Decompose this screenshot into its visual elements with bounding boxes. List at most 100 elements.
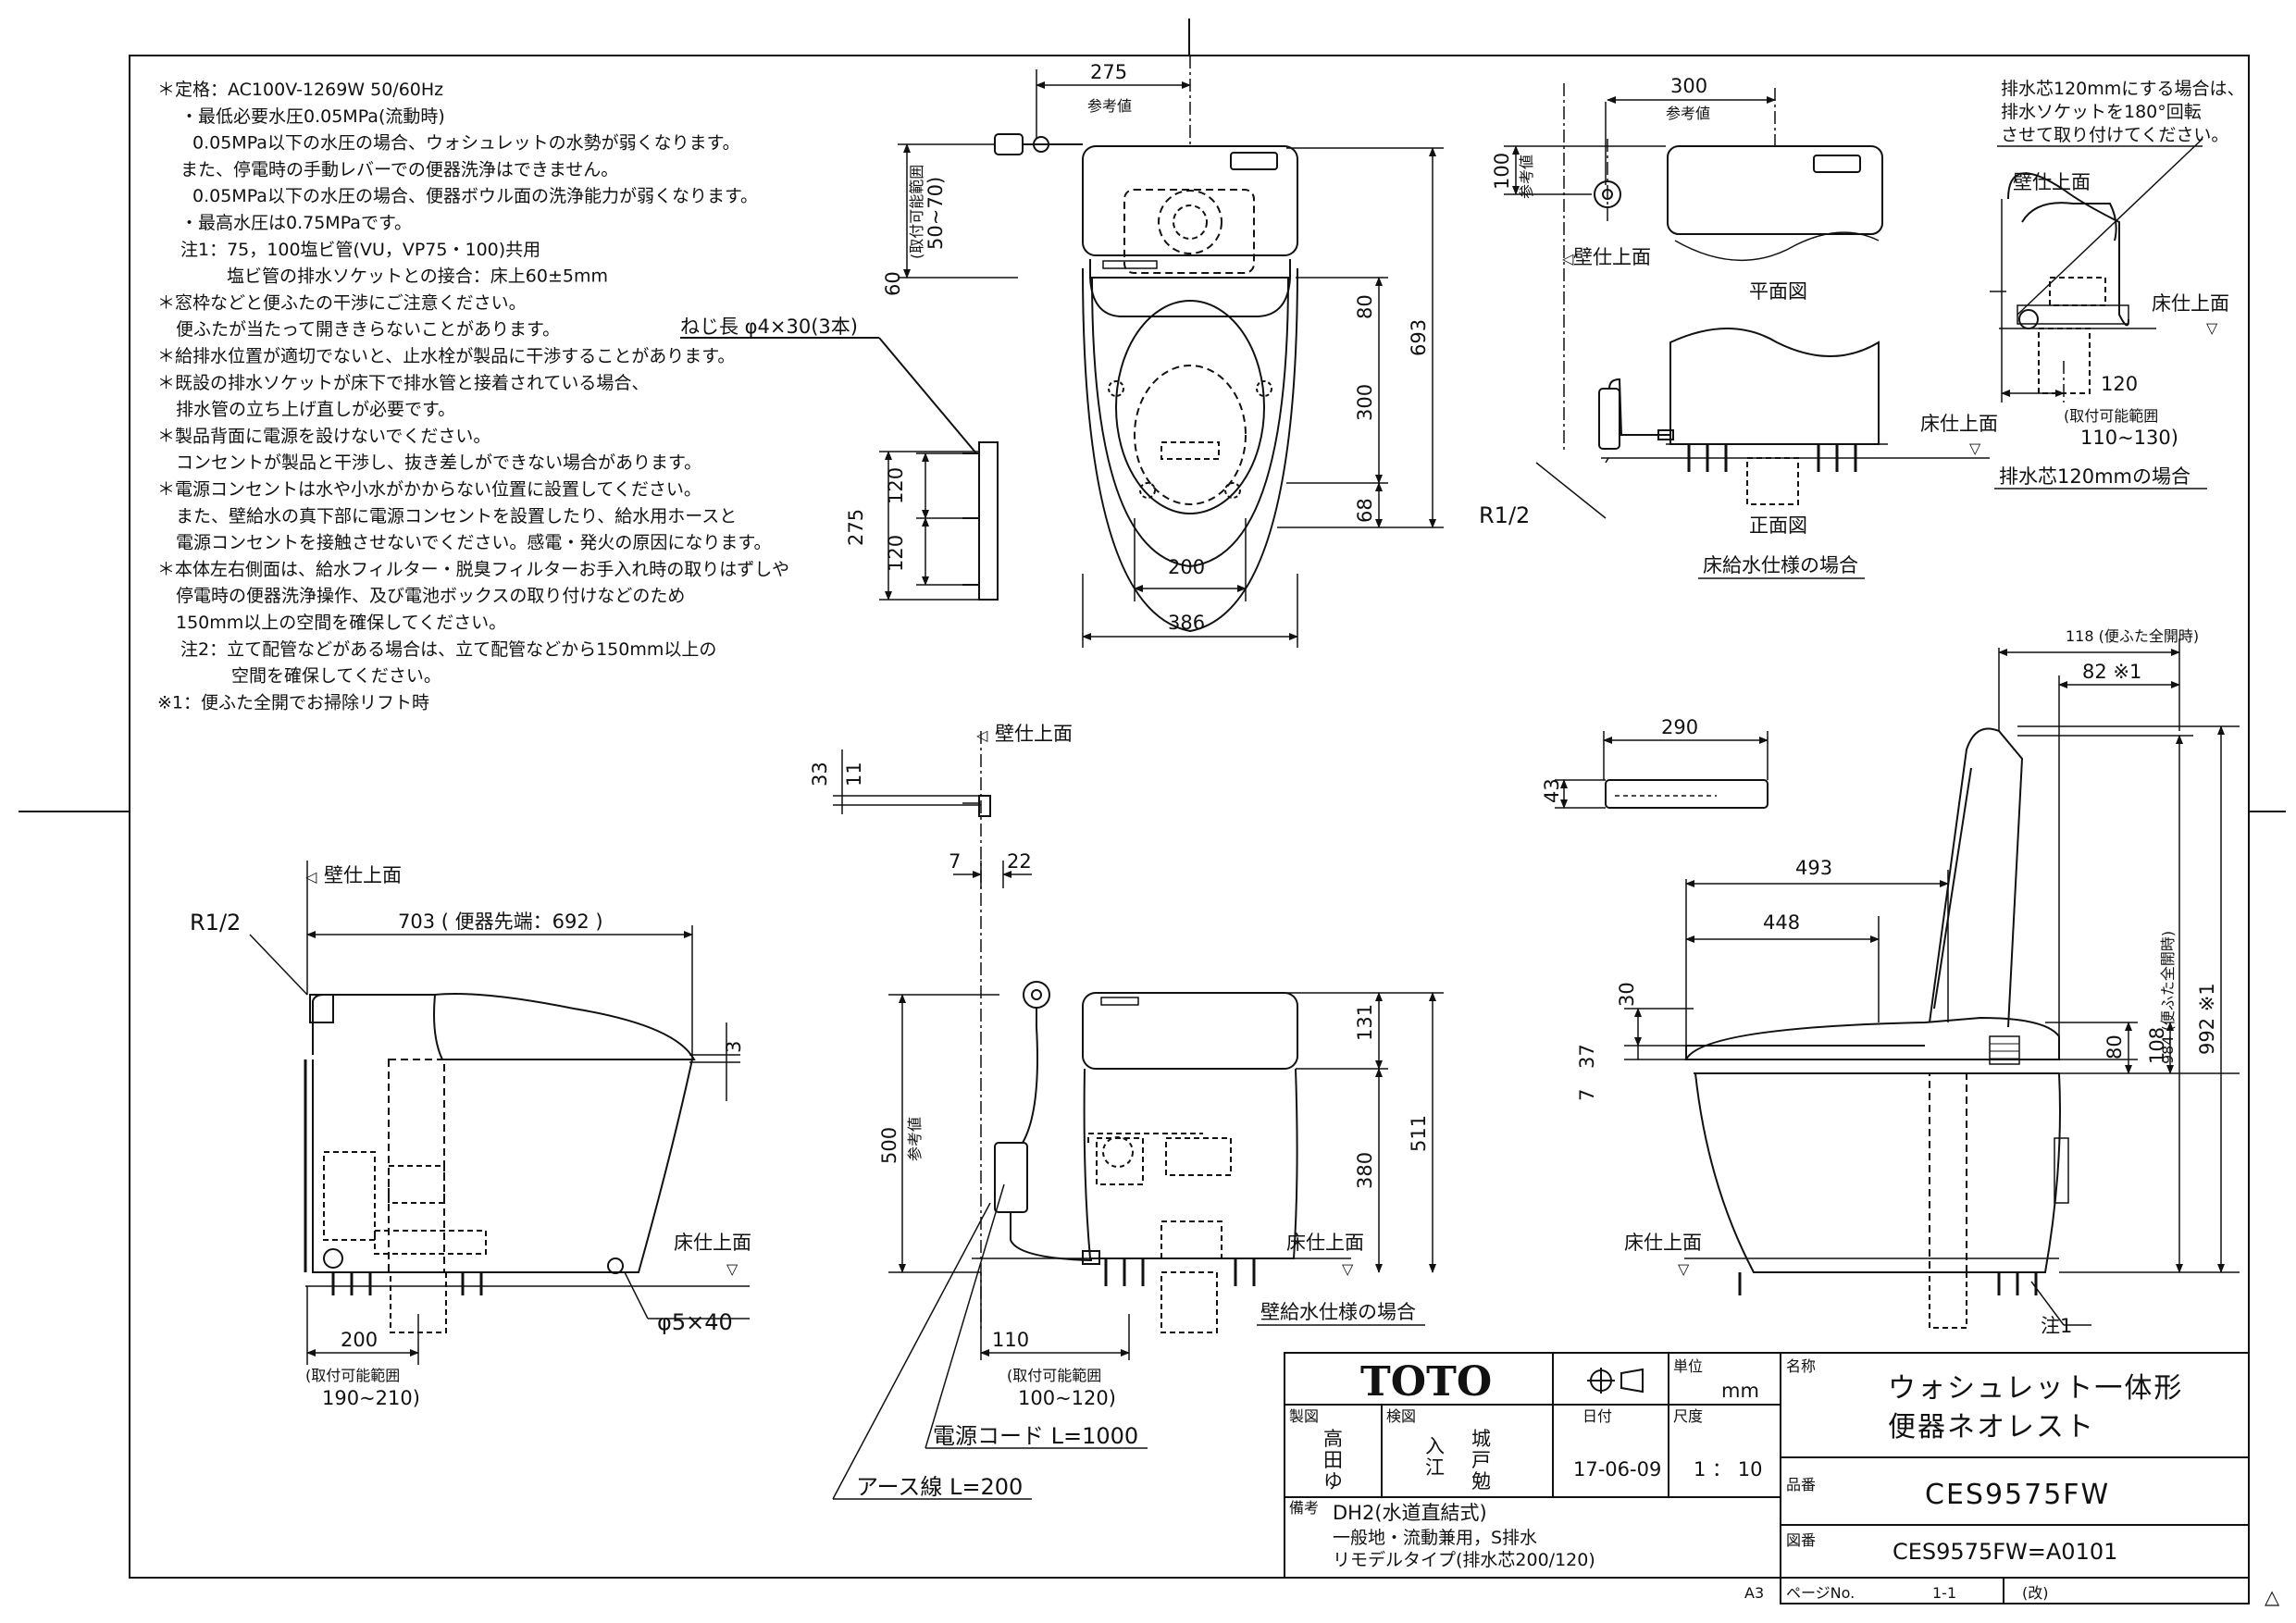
note-line: ・最高水圧は0.75MPaです。 — [180, 213, 412, 233]
plan-view-title: 平面図 — [1749, 280, 1807, 303]
floor-surface-floorsupply: 床仕上面 — [1920, 413, 1998, 435]
dwg-number: CES9575FW=A0101 — [1893, 1539, 2117, 1565]
date-value: 17-06-09 — [1573, 1458, 1661, 1481]
drawn-by-1: 高 — [1323, 1428, 1343, 1450]
corner-mark: △ — [2265, 1586, 2280, 1608]
dim-68: 68 — [1354, 498, 1376, 523]
ref-value-plan-v: 参考値 — [1518, 155, 1535, 199]
dim-200-top: 200 — [1168, 556, 1205, 578]
dim-380: 380 — [1354, 1152, 1376, 1189]
rotate-note-3: させて取り付けてください。 — [2001, 125, 2228, 145]
wall-surface-side: 壁仕上面 — [324, 864, 402, 886]
unit-value: mm — [1721, 1380, 1759, 1402]
floor-arrow-front: ▽ — [1342, 1260, 1354, 1278]
dim-108: 108 — [2146, 1027, 2168, 1064]
note-line: 停電時の便器洗浄操作、及び電池ボックスの取り付けなどのため — [176, 586, 685, 606]
floor-arrow-d120: ▽ — [2206, 319, 2218, 337]
note-line: 塩ビ管の排水ソケットとの接合：床上60±5mm — [227, 266, 608, 287]
anchor-label: φ5×40 — [657, 1309, 733, 1335]
scale-label: 尺度 — [1673, 1407, 1703, 1425]
dim-82: 82 ※1 — [2082, 661, 2141, 683]
wall-supply-case: 壁給水仕様の場合 — [1260, 1301, 1416, 1323]
ref-value-plan: 参考値 — [1666, 105, 1710, 122]
front-view-wall-supply — [832, 731, 1444, 1500]
drawn-by-3: ゆ — [1323, 1470, 1343, 1493]
wall-arrow-plan: ◁ — [1561, 250, 1574, 267]
checked-by-5: 勉 — [1471, 1470, 1491, 1493]
dim-493: 493 — [1795, 857, 1832, 879]
sheet-size: A3 — [1744, 1584, 1764, 1602]
floor-supply-case: 床給水仕様の場合 — [1703, 554, 1858, 576]
dim-703: 703 ( 便器先端：692 ) — [398, 911, 603, 933]
date-label: 日付 — [1582, 1407, 1612, 1425]
rotate-note-2: 排水ソケットを180°回転 — [2001, 102, 2202, 122]
dim-693: 693 — [1408, 319, 1430, 356]
wall-arrow-front: ◁ — [975, 726, 988, 744]
note1-label: 注1 — [2041, 1315, 2072, 1337]
note-line: コンセントが製品と干渉し、抜き差しができない場合があります。 — [176, 452, 701, 473]
floor-surface-d120: 床仕上面 — [2152, 292, 2229, 315]
dim-118: 118 (便ふた全開時) — [2066, 627, 2199, 645]
revision: (改) — [2022, 1584, 2049, 1602]
note-line: 注1：75，100塩ビ管(VU，VP75・100)共用 — [180, 240, 540, 260]
range-100-120: 100~120) — [1018, 1387, 1116, 1409]
drain120-detail — [1990, 138, 2203, 403]
top-view-dims — [898, 56, 1444, 648]
title-block-lines — [1284, 1352, 2250, 1604]
dim-120-b: 120 — [885, 535, 907, 572]
checked-by-2: 江 — [1425, 1456, 1445, 1479]
page-number: 1-1 — [1932, 1584, 1956, 1602]
dim-110: 110 — [992, 1329, 1029, 1351]
dim-200-side: 200 — [341, 1329, 378, 1351]
page-label: ページNo. — [1786, 1584, 1855, 1602]
checked-by-4: 戸 — [1471, 1449, 1491, 1471]
rotate-note-1: 排水芯120mmにする場合は、 — [2001, 79, 2244, 99]
note-line: ＊給排水位置が適切でないと、止水栓が製品に干渉することがあります。 — [157, 346, 735, 366]
dim-33: 33 — [809, 762, 831, 787]
note-line: ※1：便ふた全開でお掃除リフト時 — [157, 692, 429, 712]
dim-7-side: 7 — [1576, 1089, 1598, 1101]
checked-by-1: 入 — [1425, 1435, 1445, 1457]
center-marks — [19, 19, 2286, 812]
range-190-210: 190~210) — [322, 1387, 420, 1409]
note-line: 150mm以上の空間を確保してください。 — [176, 613, 506, 633]
dim-300-plan: 300 — [1670, 75, 1707, 97]
scale-value: 1 ： 10 — [1694, 1458, 1762, 1481]
range-50-70-label: (取付可能範囲 — [908, 165, 925, 259]
wall-surface-plan: 壁仕上面 — [1573, 246, 1651, 268]
earth-wire-label: アース線 L=200 — [856, 1474, 1023, 1500]
dim-120-d120: 120 — [2101, 373, 2138, 395]
product-name-1: ウォシュレット一体形 — [1888, 1372, 2183, 1405]
product-name-2: 便器ネオレスト — [1888, 1411, 2095, 1443]
note-line: 空間を確保してください。 — [231, 666, 441, 687]
note-line: 便ふたが当たって開ききらないことがあります。 — [176, 319, 560, 340]
dim-984: 984 (便ふた全開時) — [2159, 931, 2177, 1064]
dim-3: 3 — [723, 1041, 745, 1053]
name-label: 名称 — [1786, 1357, 1816, 1375]
side-view-left — [249, 861, 750, 1365]
part-label: 品番 — [1786, 1476, 1816, 1493]
dim-448: 448 — [1763, 911, 1800, 934]
dim-100-plan: 100 — [1491, 153, 1513, 190]
drain120-case: 排水芯120mmの場合 — [1999, 465, 2191, 488]
note-line: ・最低必要水圧0.05MPa(流動時) — [180, 106, 445, 127]
remarks-3: リモデルタイプ(排水芯200/120) — [1333, 1550, 1595, 1570]
floor-surface-side: 床仕上面 — [674, 1232, 751, 1254]
wall-surface-d120: 壁仕上面 — [2013, 171, 2091, 193]
dim-30: 30 — [1616, 982, 1638, 1007]
note-line: ＊窓枠などと便ふたの干渉にご注意ください。 — [157, 292, 527, 313]
dim-275-bracket: 275 — [845, 509, 867, 546]
dim-7-front: 7 — [949, 850, 961, 873]
dim-500: 500 — [878, 1127, 900, 1164]
dwg-label: 図番 — [1786, 1531, 1816, 1549]
dim-131: 131 — [1354, 1004, 1376, 1041]
drawn-label: 製図 — [1289, 1407, 1319, 1425]
remarks-2: 一般地・流動兼用，S排水 — [1333, 1528, 1537, 1548]
note-line: ＊既設の排水ソケットが床下で排水管と接着されている場合、 — [157, 373, 649, 393]
floor-arrow-side: ▽ — [726, 1260, 738, 1278]
plan-floor-supply — [1504, 83, 1990, 519]
general-notes: ＊定格：AC100V-1269W 50/60Hz・最低必要水圧0.05MPa(流… — [157, 80, 789, 712]
remarks-label: 備考 — [1289, 1499, 1319, 1517]
note-line: 注2：立て配管などがある場合は、立て配管などから150mm以上の — [180, 639, 716, 660]
